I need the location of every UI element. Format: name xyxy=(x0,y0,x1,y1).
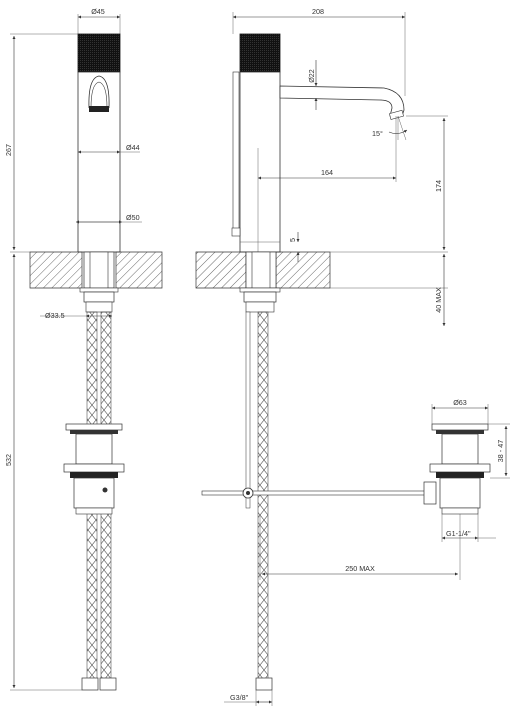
dim-164: 164 xyxy=(321,168,333,177)
drain-cap-front xyxy=(65,423,123,431)
countertop-right-a xyxy=(195,251,247,289)
popup-link-rod xyxy=(245,311,251,509)
dim-d63: Ø63 xyxy=(453,398,467,407)
dim-d45: Ø45 xyxy=(91,7,105,16)
popup-rod xyxy=(232,71,240,233)
dim-208: 208 xyxy=(312,7,324,16)
faucet-body-side xyxy=(239,71,281,253)
countertop-left-b xyxy=(115,251,163,289)
countertop-left-a xyxy=(29,251,83,289)
dim-g1-1-4: G1-1/4" xyxy=(446,529,471,538)
dim-g3-8: G3/8" xyxy=(230,693,249,702)
dim-532: 532 xyxy=(4,454,13,466)
handle-knurl-side xyxy=(239,33,281,73)
dim-267: 267 xyxy=(4,144,13,156)
handle-knurl xyxy=(77,33,121,73)
dim-d33-5: Ø33.5 xyxy=(45,311,65,320)
dim-174: 174 xyxy=(434,180,443,192)
countertop-right-b xyxy=(275,251,331,289)
drain-cap-side xyxy=(431,423,489,431)
spout-side xyxy=(279,85,405,117)
dim-5: 5 xyxy=(288,238,297,242)
dim-d44: Ø44 xyxy=(126,143,140,152)
dim-d22: Ø22 xyxy=(307,69,316,83)
dim-15deg: 15° xyxy=(372,129,383,138)
dim-40max: 40 MAX xyxy=(434,287,443,313)
dim-38-47: 38 - 47 xyxy=(496,440,505,462)
front-view: 267 532 Ø45 Ø44 Ø50 xyxy=(4,7,163,691)
dim-d50: Ø50 xyxy=(126,213,140,222)
hose-side xyxy=(257,311,269,687)
popup-horizontal-rod xyxy=(201,490,433,496)
dim-250max: 250 MAX xyxy=(345,564,375,573)
side-view: 208 Ø22 15° 164 174 xyxy=(195,7,510,706)
